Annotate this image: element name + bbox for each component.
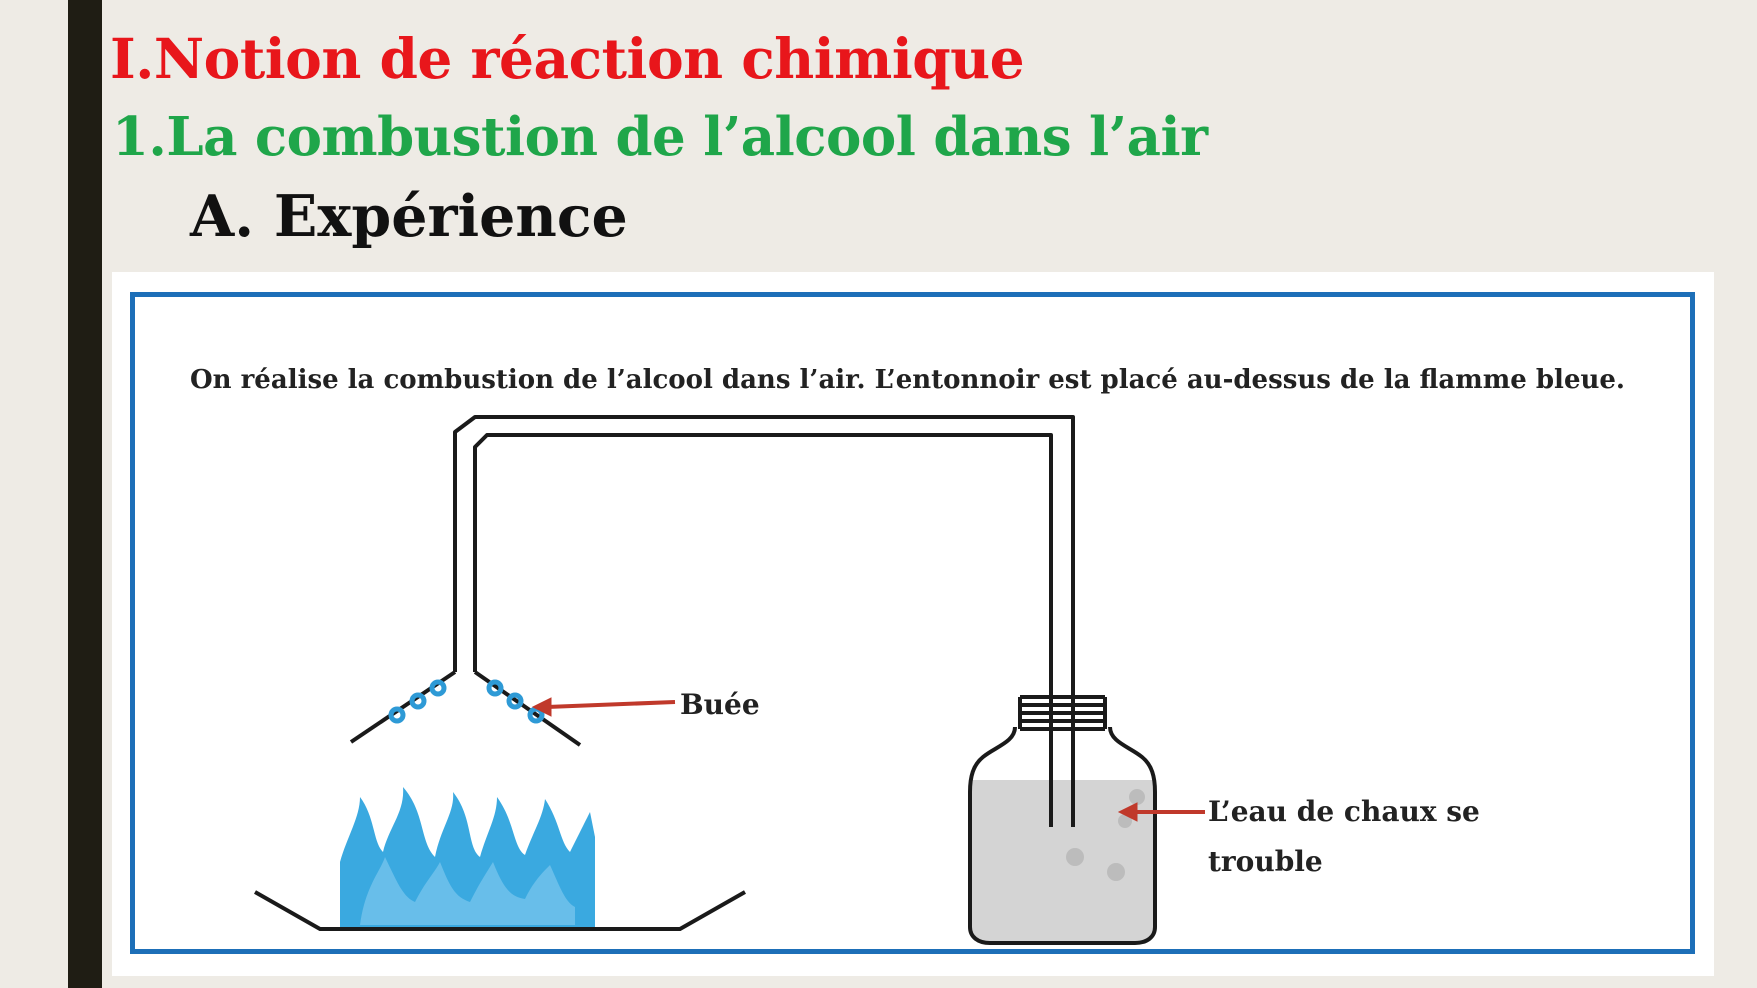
slide-title: I.Notion de réaction chimique: [110, 26, 1025, 91]
section-heading: A. Expérience: [190, 183, 628, 250]
droplet-icon: [388, 679, 545, 724]
apparatus-diagram: [254, 415, 1205, 945]
flame-icon: [340, 787, 595, 927]
left-accent-bar: [68, 0, 102, 988]
label-buee: Buée: [680, 688, 760, 721]
arrow-icon: [531, 697, 676, 717]
burner-dish: [254, 890, 746, 931]
delivery-tube: [453, 415, 1075, 772]
slide-subtitle: 1.La combustion de l’alcool dans l’air: [112, 106, 1208, 168]
label-eau-de-chaux-line1: L’eau de chaux se: [1208, 795, 1480, 828]
arrow-icon: [1117, 802, 1205, 822]
experiment-figure: On réalise la combustion de l’alcool dan…: [112, 272, 1714, 976]
label-eau-de-chaux-line2: trouble: [1208, 845, 1323, 878]
figure-caption: On réalise la combustion de l’alcool dan…: [190, 365, 1625, 395]
bottle-icon: [968, 695, 1157, 945]
figure-frame: On réalise la combustion de l’alcool dan…: [130, 292, 1695, 954]
